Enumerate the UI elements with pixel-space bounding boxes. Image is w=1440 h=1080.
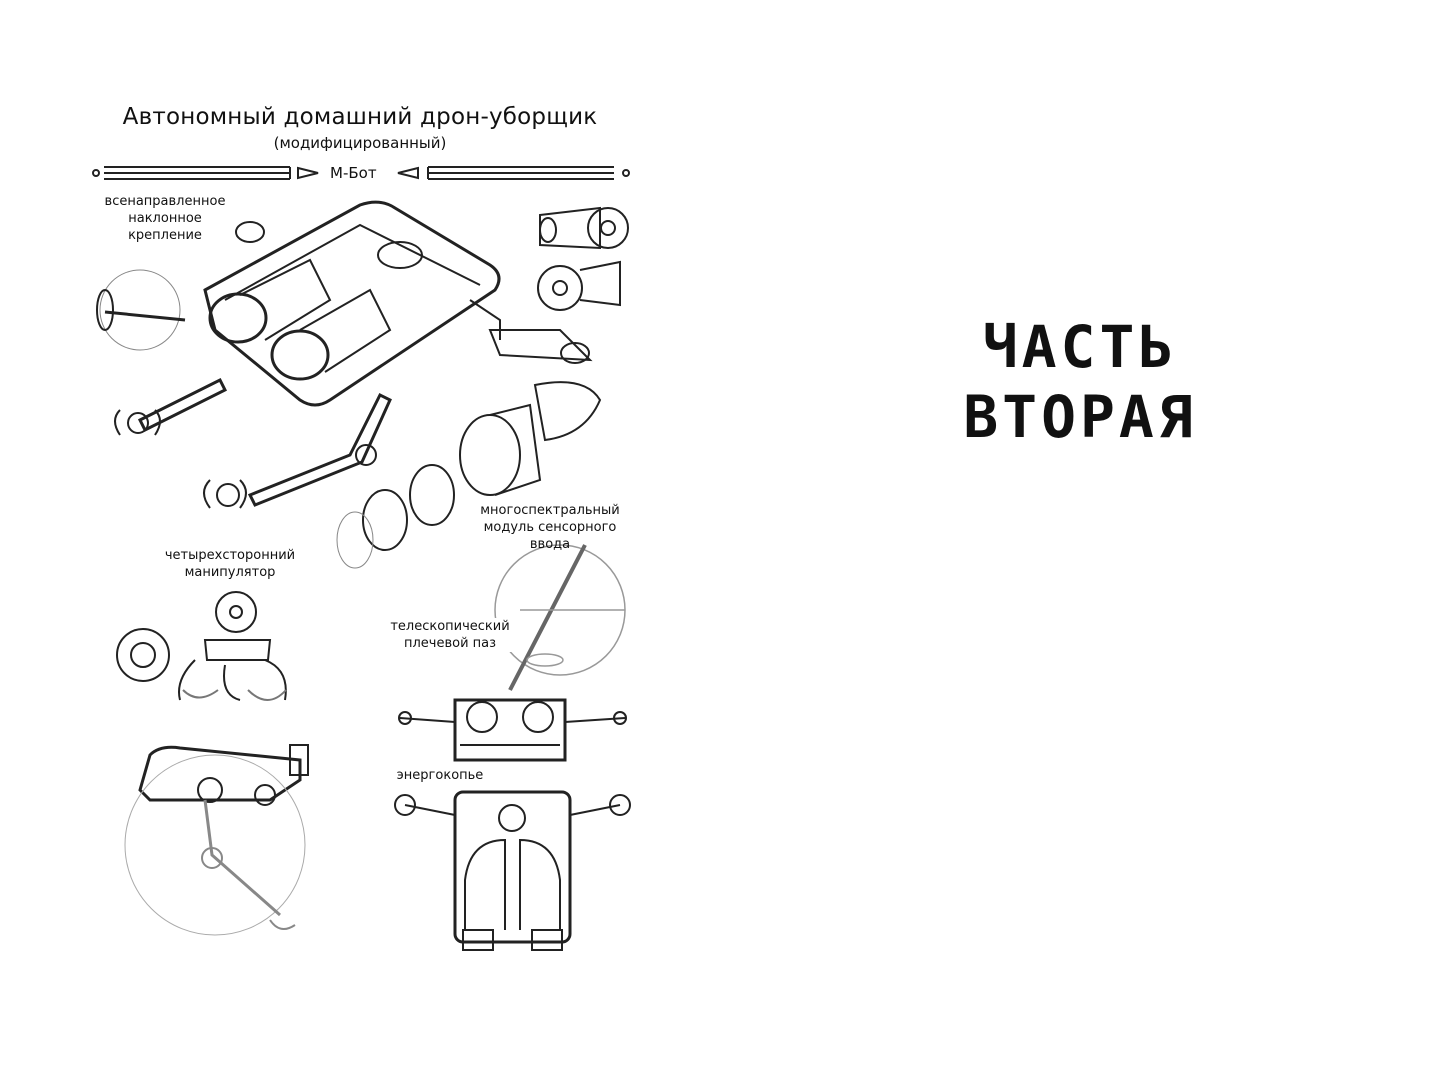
wheel-details: [488, 206, 629, 364]
sensor-module: [336, 381, 602, 569]
label-line: четырехсторонний: [164, 548, 296, 563]
title-divider: [92, 166, 630, 180]
label-line: телескопический: [390, 619, 510, 634]
manipulator-arms: [114, 377, 392, 509]
part-heading-line2: ВТОРАЯ: [963, 383, 1197, 451]
label-line: многоспектральный: [480, 503, 620, 518]
label-line: наклонное: [128, 211, 202, 226]
mount-detail: [96, 269, 186, 351]
label-line: манипулятор: [184, 565, 276, 580]
telescopic-shoulder: [494, 544, 626, 691]
illustration-subtitle: (модифицированный): [273, 134, 447, 152]
label-mount: всенаправленное наклонное крепление: [85, 193, 245, 244]
top-view: [394, 790, 631, 951]
label-line: крепление: [128, 228, 202, 243]
part-heading: ЧАСТЬ ВТОРАЯ: [900, 312, 1260, 452]
side-view: [124, 744, 309, 936]
label-manipulator: четырехсторонний манипулятор: [150, 547, 310, 581]
label-energy: энергокопье: [396, 768, 484, 783]
model-name: М-Бот: [330, 164, 377, 182]
part-heading-line1: ЧАСТЬ: [982, 313, 1178, 381]
label-line: ввода: [529, 537, 571, 552]
label-line: всенаправленное: [104, 194, 226, 209]
label-line: плечевой паз: [403, 636, 497, 651]
illustration-title: Автономный домашний дрон-уборщик: [122, 104, 598, 130]
label-line: модуль сенсорного: [483, 520, 617, 535]
label-shoulder: телескопический плечевой паз: [375, 618, 525, 652]
drone-body: [203, 200, 501, 407]
label-sensor-module: многоспектральный модуль сенсорного ввод…: [460, 502, 640, 553]
manipulator-detail: [116, 591, 287, 701]
front-view: [398, 698, 627, 762]
